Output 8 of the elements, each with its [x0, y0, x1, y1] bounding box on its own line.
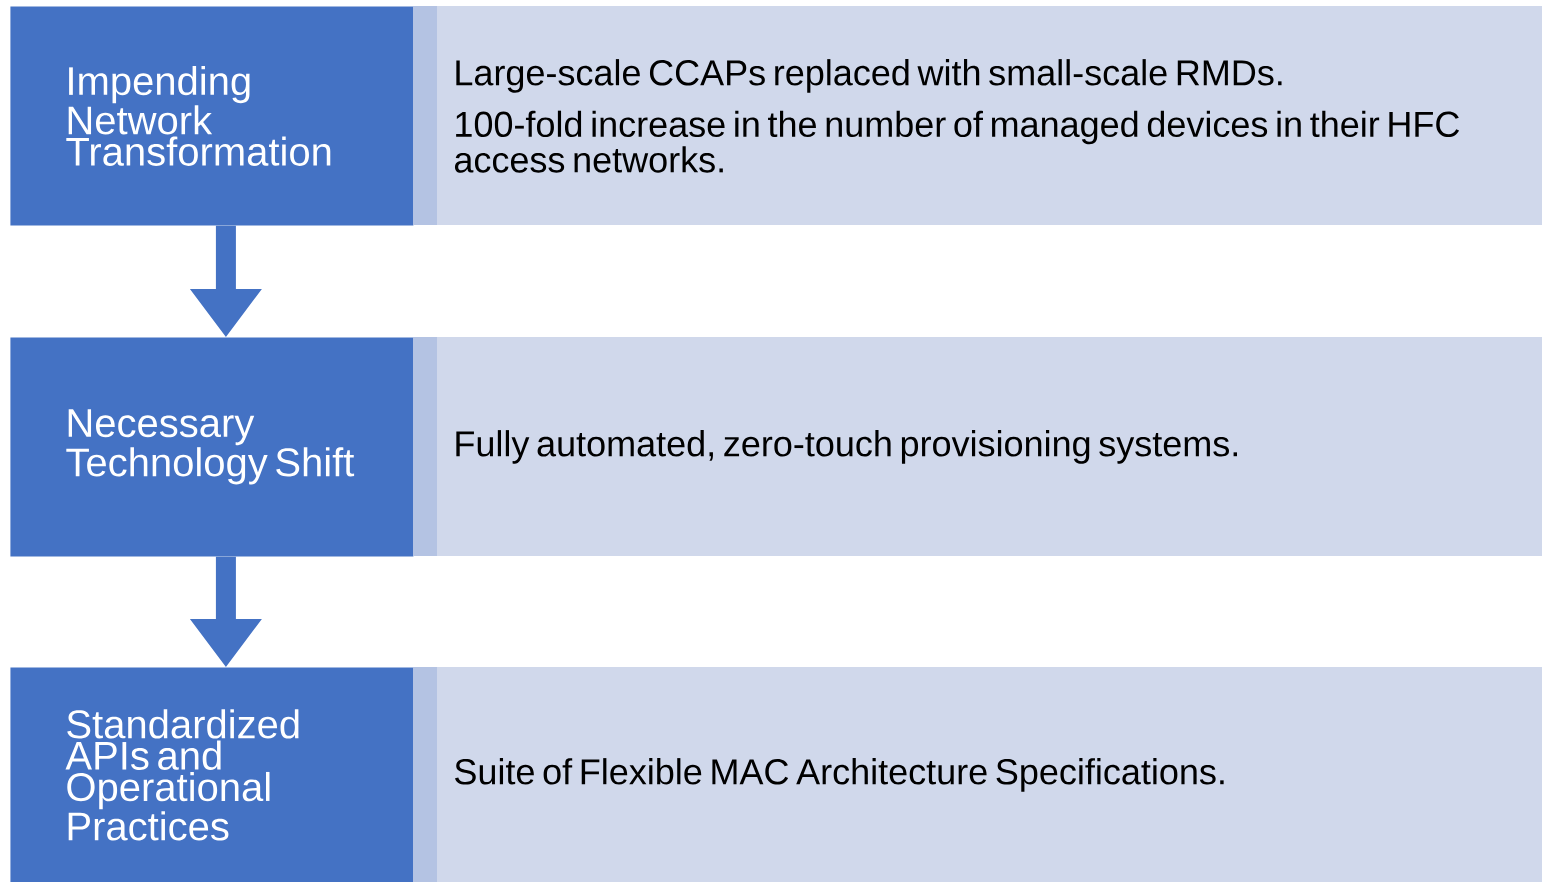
step-box: Impending Network Transformation [10, 6, 414, 226]
text-panel: Fully automated, zero-touch provisioning systems. [413, 337, 1542, 556]
arrow [189, 556, 262, 667]
text-panel: Large-scale CCAPs replaced with small-scale RMDs. 100-fold increase in the number of managed devices in their HFC access networks. [413, 6, 1542, 225]
text-panel: Suite of Flexible MAC Architecture Specifications. [413, 667, 1542, 882]
arrow [189, 225, 262, 337]
step-box: Necessary Technology Shift [10, 337, 414, 557]
step-box: Standardized APIs and Operational Practices [10, 667, 414, 882]
